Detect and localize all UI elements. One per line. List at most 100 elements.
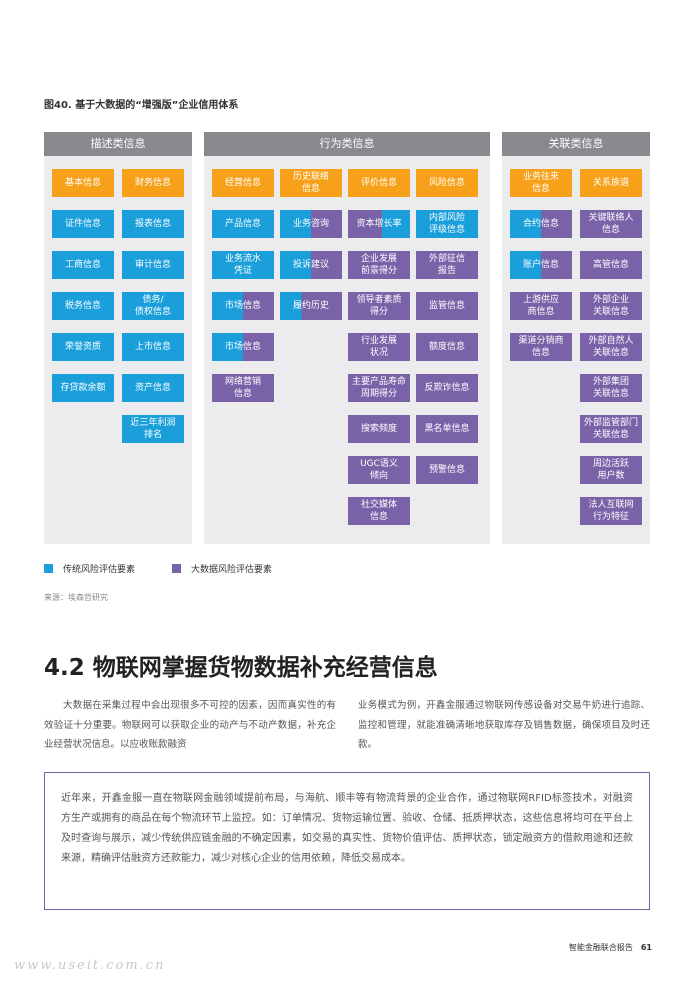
info-box-label: 外部企业 [592,295,629,305]
info-box: 税务信息 [52,292,114,320]
info-box: 基本信息 [52,169,114,197]
legend-bigdata: 大数据风险评估要素 [172,562,272,575]
info-box-label: 法人互联网 [588,500,634,510]
info-box-label: 产品信息 [224,219,261,229]
info-box-label: 领导者素质 [356,295,402,305]
info-box-label: 风险信息 [428,178,465,188]
panel-describe-header: 描述类信息 [44,132,192,156]
info-box-label: 外部征信 [428,254,465,264]
info-box-label-line2: 债权信息 [134,307,171,317]
info-box: 履约历史 [280,292,342,320]
info-box: 投诉建议 [280,251,342,279]
info-box-label-line2: 信息 [301,184,320,194]
info-box-label-line2: 周期得分 [360,389,397,399]
info-box: 外部自然人关联信息 [580,333,642,361]
info-box-label: 网络营销 [224,377,261,387]
info-box-label: 行业发展 [360,336,397,346]
info-box-label: 投诉建议 [292,260,329,270]
info-box-label: 报表信息 [134,219,171,229]
info-box: 报表信息 [122,210,184,238]
info-box-label: 黑名单信息 [424,424,470,434]
info-box-label-line2: 关联信息 [592,389,629,399]
info-box-label-line2: 信息 [531,184,550,194]
figure-source: 来源：埃森哲研究 [44,593,108,602]
info-box-label-line2: 前景得分 [360,266,397,276]
info-box-label: 内部风险 [428,213,465,223]
info-box: 渠道分销商信息 [510,333,572,361]
info-box-label: 社交媒体 [360,500,397,510]
info-box-label: 资本增长率 [356,219,402,229]
info-box: 外部征信报告 [416,251,478,279]
info-box-label: 债务/ [142,295,164,305]
info-box-label: 存贷款余额 [60,383,106,393]
info-box-label: 基本信息 [64,178,101,188]
info-box-label: 业务咨询 [292,219,329,229]
legend-traditional: 传统风险评估要素 [44,562,135,575]
info-box-label: 外部监管部门 [583,418,638,428]
paragraph-left: 大数据在采集过程中会出现很多不可控的因素，因而真实性的有效验证十分重要。物联网可… [44,700,336,750]
info-box: 市场信息 [212,333,274,361]
info-box: 关系族谱 [580,169,642,197]
panel-related: 关联类信息 业务往来信息合约信息账户信息上游供应商信息渠道分销商信息 关系族谱关… [502,132,650,544]
info-box-label-line2: 关联信息 [592,430,629,440]
info-box: UGC语义倾向 [348,456,410,484]
info-box: 关键联络人信息 [580,210,642,238]
info-box-label: 历史联络 [292,172,329,182]
info-box: 领导者素质得分 [348,292,410,320]
paragraph-right: 业务模式为例，开鑫金服通过物联网传感设备对交易牛奶进行追踪、监控和管理，就能准确… [358,700,650,750]
info-box-label: 账户信息 [522,260,559,270]
info-box-label: 反欺诈信息 [424,383,470,393]
info-box-label: 主要产品寿命 [351,377,406,387]
info-box-label-line2: 信息 [601,225,620,235]
info-box: 资产信息 [122,374,184,402]
info-box-label-line2: 状况 [369,348,388,358]
info-box: 债务/债权信息 [122,292,184,320]
info-box-label: 资产信息 [134,383,171,393]
info-box-label: 搜索频度 [360,424,397,434]
panel-behavior-header: 行为类信息 [204,132,490,156]
info-box-label: 市场信息 [224,342,261,352]
info-box: 反欺诈信息 [416,374,478,402]
info-box-label: 税务信息 [64,301,101,311]
info-box: 合约信息 [510,210,572,238]
info-box-label: 经营信息 [224,178,261,188]
info-box-label: 渠道分销商 [518,336,564,346]
info-box-label-line2: 得分 [369,307,388,317]
info-box-label: 预警信息 [428,465,465,475]
figure-title: 图40. 基于大数据的“增强版”企业信用体系 [44,100,239,111]
info-box: 预警信息 [416,456,478,484]
info-box: 外部集团关联信息 [580,374,642,402]
info-box-label-line2: 信息 [233,389,252,399]
info-box: 黑名单信息 [416,415,478,443]
info-box-label-line2: 倾向 [369,471,388,481]
info-box-label-line2: 信息 [369,512,388,522]
info-box-label: 关系族谱 [592,178,629,188]
info-box: 工商信息 [52,251,114,279]
info-box: 社交媒体信息 [348,497,410,525]
info-box-label: 业务流水 [224,254,261,264]
info-box: 额度信息 [416,333,478,361]
info-box-label: 市场信息 [224,301,261,311]
callout-text: 近年来，开鑫金服一直在物联网金融领域提前布局，与海航、顺丰等有物流背景的企业合作… [61,793,633,864]
info-box: 行业发展状况 [348,333,410,361]
info-box-label: 外部自然人 [588,336,634,346]
info-box: 内部风险评级信息 [416,210,478,238]
watermark: www.useit.com.cn [14,958,166,973]
info-box-label-line2: 行为特征 [592,512,629,522]
info-box-label: 荣誉资质 [64,342,101,352]
info-box-label: 审计信息 [134,260,171,270]
info-box-label: 上游供应 [522,295,559,305]
panel-behavior: 行为类信息 经营信息产品信息业务流水凭证市场信息市场信息网络营销信息 历史联络信… [204,132,490,544]
info-box: 业务咨询 [280,210,342,238]
info-box: 网络营销信息 [212,374,274,402]
panel-describe: 描述类信息 基本信息证件信息工商信息税务信息荣誉资质存贷款余额 财务信息报表信息… [44,132,192,544]
info-box: 评价信息 [348,169,410,197]
info-box-label-line2: 评级信息 [428,225,465,235]
info-box-label: 高管信息 [592,260,629,270]
info-box: 企业发展前景得分 [348,251,410,279]
info-box: 证件信息 [52,210,114,238]
info-box-label: 外部集团 [592,377,629,387]
info-box: 外部监管部门关联信息 [580,415,642,443]
info-box-label-line2: 信息 [531,348,550,358]
legend-swatch-purple [172,564,181,573]
